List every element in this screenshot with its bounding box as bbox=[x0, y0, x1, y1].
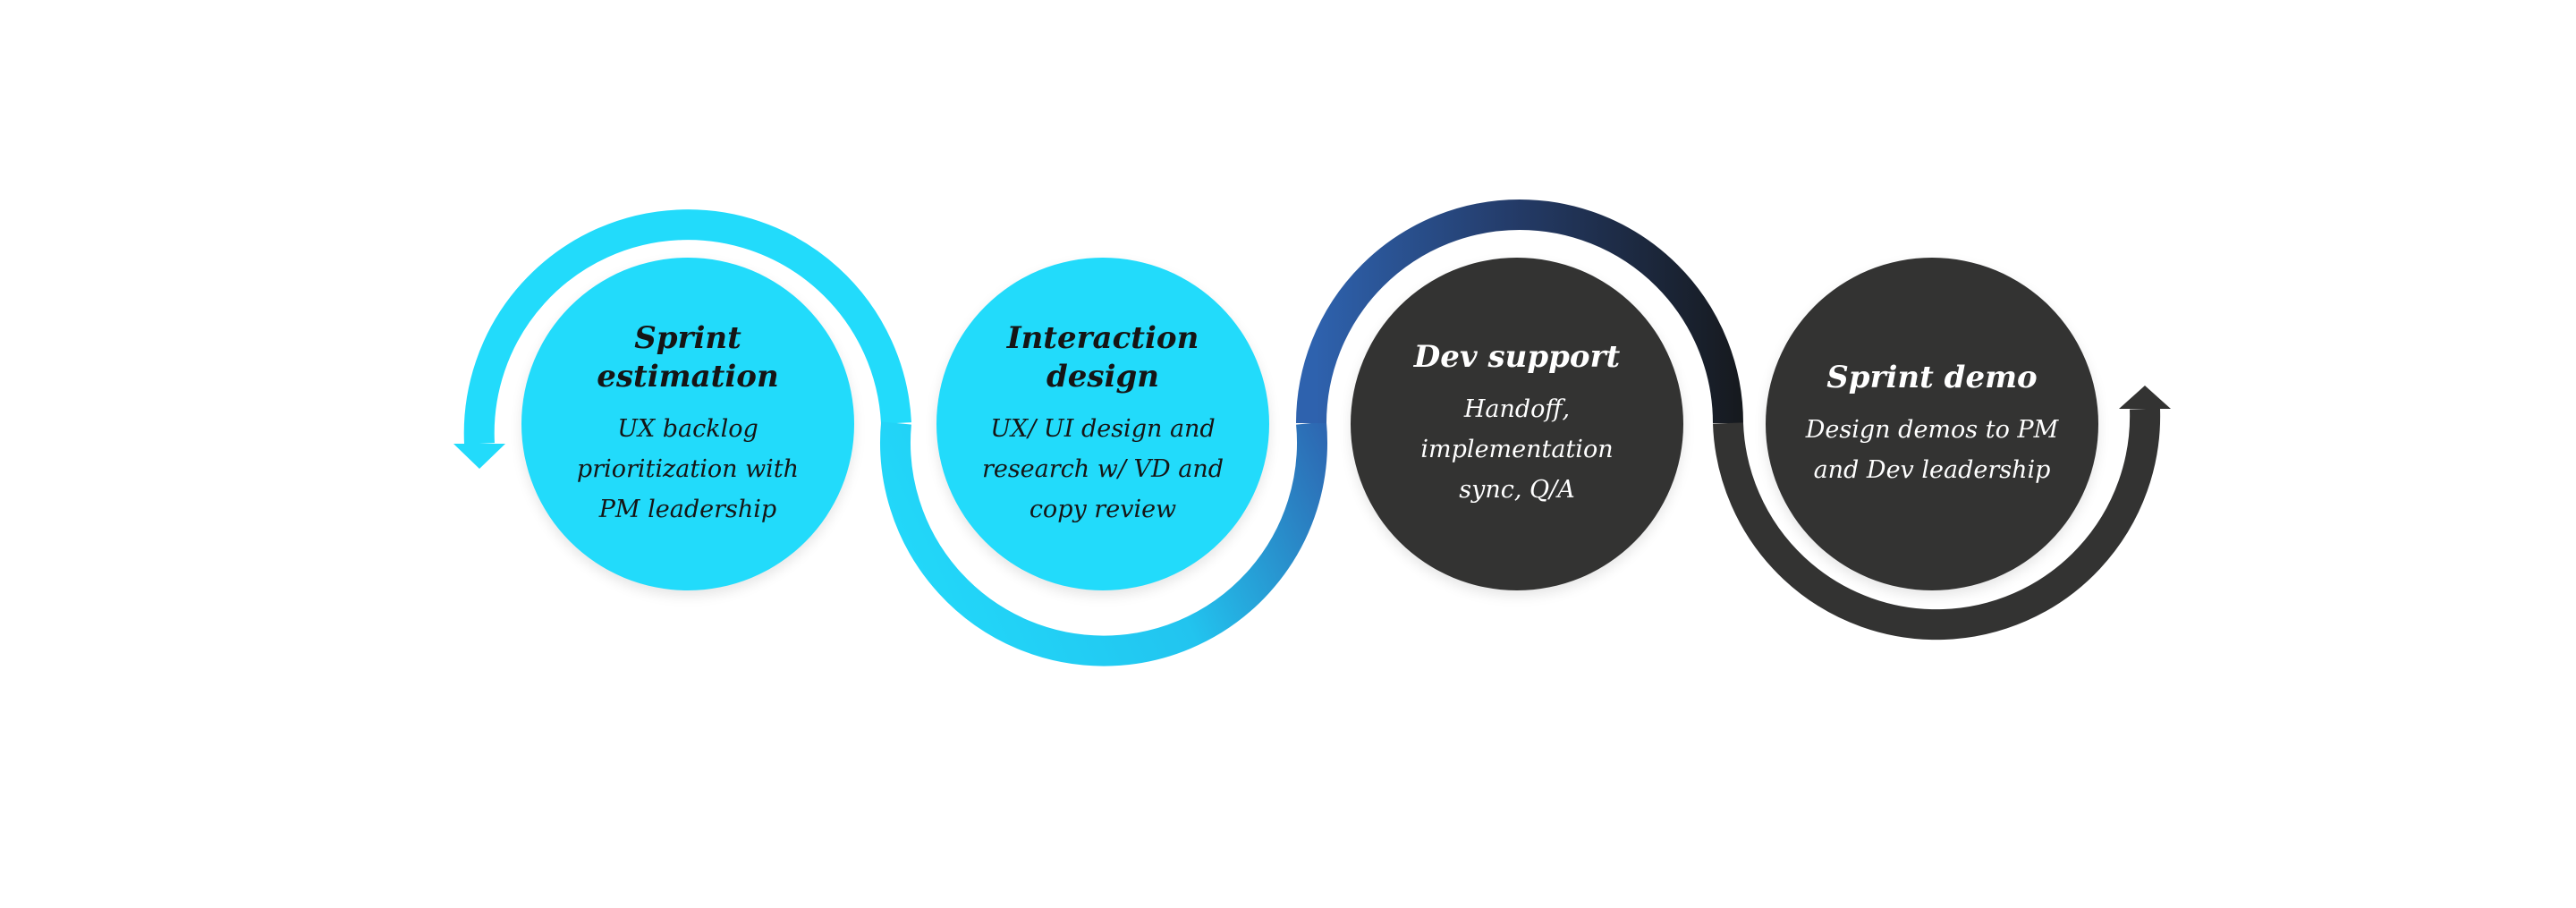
step-interaction-design: Interaction design UX/ UI design and res… bbox=[936, 258, 1269, 590]
step-description: Design demos to PM and Dev leadership bbox=[1805, 415, 2059, 484]
step-description: UX/ UI design and research w/ VD and cop… bbox=[981, 414, 1224, 523]
connector-arc-2 bbox=[880, 421, 1327, 666]
connector-arc-3 bbox=[1296, 199, 1743, 424]
step-title: Interaction design bbox=[1006, 319, 1199, 395]
step-description: Handoff, implementation sync, Q/A bbox=[1420, 395, 1614, 504]
step-dev-support: Dev support Handoff, implementation sync… bbox=[1351, 258, 1683, 590]
step-sprint-demo: Sprint demo Design demos to PM and Dev l… bbox=[1766, 258, 2098, 590]
step-description: UX backlog prioritization with PM leader… bbox=[576, 414, 800, 523]
step-sprint-estimation: Sprint estimation UX backlog prioritizat… bbox=[521, 258, 854, 590]
arrow-down-icon bbox=[453, 444, 505, 469]
step-title: Sprint demo bbox=[1826, 359, 2038, 395]
step-title: Dev support bbox=[1413, 339, 1621, 375]
step-title: Sprint estimation bbox=[597, 319, 779, 395]
connector-arc-4 bbox=[1713, 408, 2161, 641]
connector-arc-1 bbox=[463, 209, 911, 445]
arrow-up-icon bbox=[2119, 386, 2171, 409]
